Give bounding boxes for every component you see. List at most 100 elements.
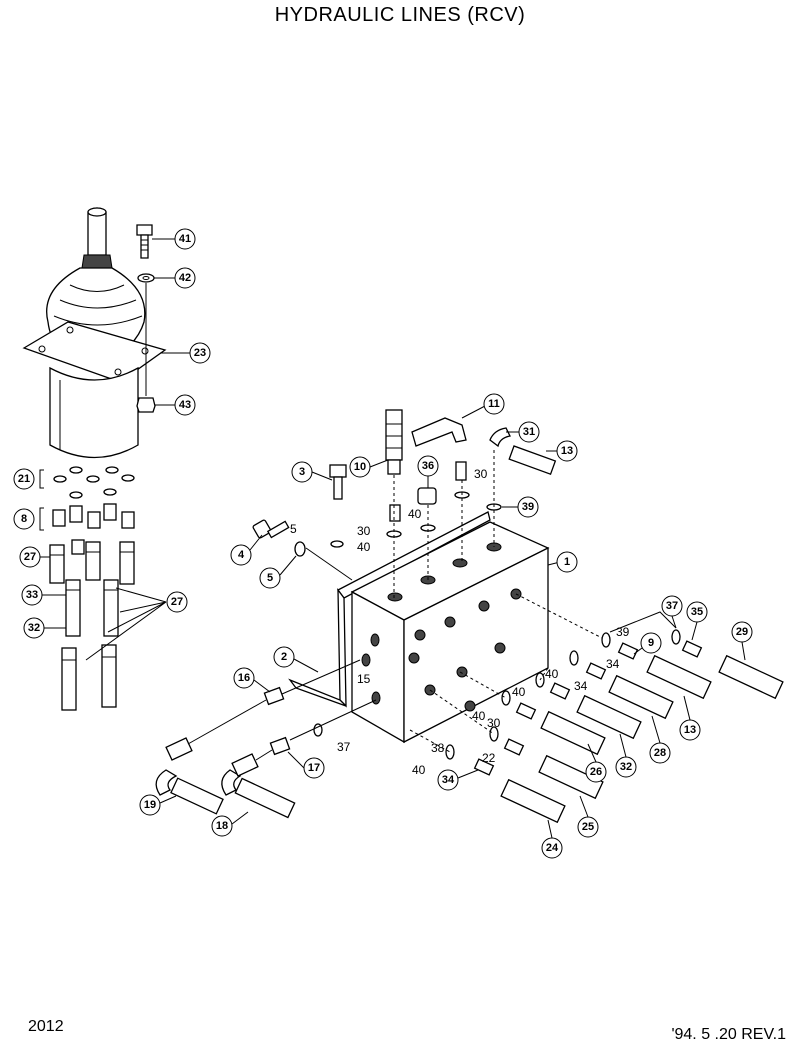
svg-text:16: 16 bbox=[238, 672, 250, 684]
label-38: 38 bbox=[431, 741, 445, 755]
svg-text:2: 2 bbox=[281, 651, 287, 663]
callout-1: 1 bbox=[547, 551, 578, 573]
svg-text:42: 42 bbox=[179, 272, 191, 284]
svg-text:32: 32 bbox=[28, 622, 40, 634]
svg-text:21: 21 bbox=[18, 473, 30, 485]
svg-text:26: 26 bbox=[590, 766, 602, 778]
label-34-b: 34 bbox=[574, 679, 588, 693]
rcv-joystick-assembly bbox=[22, 207, 167, 711]
seal-row bbox=[53, 466, 135, 499]
callout-35: 35 bbox=[686, 601, 708, 641]
callout-8: 8 bbox=[13, 508, 35, 530]
svg-text:19: 19 bbox=[144, 799, 156, 811]
svg-text:4: 4 bbox=[238, 549, 245, 561]
svg-text:33: 33 bbox=[26, 589, 38, 601]
callout-39: 39 bbox=[502, 496, 539, 518]
hose-fittings bbox=[49, 541, 135, 711]
svg-text:39: 39 bbox=[522, 501, 534, 513]
callout-37: 37 bbox=[661, 595, 683, 629]
callout-32: 32 bbox=[23, 617, 66, 639]
manifold-block bbox=[288, 511, 550, 744]
svg-text:17: 17 bbox=[308, 762, 320, 774]
svg-text:25: 25 bbox=[582, 821, 594, 833]
svg-text:18: 18 bbox=[216, 820, 228, 832]
callout-5: 5 bbox=[259, 555, 297, 589]
callout-16: 16 bbox=[233, 667, 271, 693]
adapter-row bbox=[52, 503, 135, 555]
svg-text:23: 23 bbox=[194, 347, 206, 359]
callout-2: 2 bbox=[273, 646, 319, 673]
svg-text:41: 41 bbox=[179, 233, 191, 245]
callout-42: 42 bbox=[154, 267, 196, 289]
plain-label-layer: 5 30 40 30 40 39 34 34 40 40 40 15 37 30… bbox=[290, 467, 630, 777]
label-40: 40 bbox=[357, 540, 371, 554]
label-15: 15 bbox=[357, 672, 371, 686]
page-title: HYDRAULIC LINES (RCV) bbox=[274, 4, 526, 26]
svg-text:1: 1 bbox=[564, 556, 570, 568]
svg-text:37: 37 bbox=[666, 600, 678, 612]
callout-9: 9 bbox=[633, 632, 662, 655]
callout-23: 23 bbox=[160, 342, 211, 364]
svg-text:29: 29 bbox=[736, 626, 748, 638]
callout-31: 31 bbox=[506, 421, 540, 443]
svg-text:13: 13 bbox=[561, 445, 573, 457]
label-40-f: 40 bbox=[412, 763, 426, 777]
label-40-b: 40 bbox=[408, 507, 422, 521]
svg-text:27: 27 bbox=[24, 551, 36, 563]
callout-10: 10 bbox=[349, 456, 389, 478]
revision-stamp: '94. 5 .20 REV.1 bbox=[671, 1026, 786, 1043]
svg-text:32: 32 bbox=[620, 761, 632, 773]
callout-26: 26 bbox=[585, 743, 607, 783]
label-5: 5 bbox=[290, 522, 297, 536]
callout-27: 27 bbox=[19, 546, 50, 568]
svg-text:34: 34 bbox=[442, 774, 455, 786]
callout-36: 36 bbox=[417, 455, 439, 488]
callout-41: 41 bbox=[152, 228, 196, 250]
label-34: 34 bbox=[606, 657, 620, 671]
svg-text:10: 10 bbox=[354, 461, 366, 473]
svg-text:24: 24 bbox=[546, 842, 559, 854]
callout-13: 13 bbox=[546, 440, 578, 462]
callout-24: 24 bbox=[541, 819, 563, 859]
callout-33: 33 bbox=[21, 584, 66, 606]
callout-21: 21 bbox=[13, 468, 35, 490]
callout-34: 34 bbox=[437, 769, 479, 791]
svg-text:5: 5 bbox=[267, 572, 273, 584]
label-30-b: 30 bbox=[474, 467, 488, 481]
side-fittings bbox=[409, 593, 784, 824]
callout-3: 3 bbox=[291, 461, 333, 483]
label-40-c: 40 bbox=[545, 667, 559, 681]
callout-19: 19 bbox=[139, 794, 177, 816]
svg-text:35: 35 bbox=[691, 606, 703, 618]
callout-layer: 41 42 23 43 21 8 27 33 27 32 11 31 13 10… bbox=[13, 228, 753, 859]
page-number: 2012 bbox=[28, 1018, 64, 1035]
svg-text:43: 43 bbox=[179, 399, 191, 411]
svg-text:11: 11 bbox=[488, 398, 500, 410]
callout-43: 43 bbox=[155, 394, 196, 416]
label-30-c: 30 bbox=[487, 716, 501, 730]
top-fittings bbox=[252, 409, 557, 600]
callout-18: 18 bbox=[211, 811, 249, 837]
svg-text:36: 36 bbox=[422, 460, 434, 472]
label-30: 30 bbox=[357, 524, 371, 538]
callout-11: 11 bbox=[461, 393, 505, 419]
callout-13-side: 13 bbox=[679, 695, 701, 741]
label-39: 39 bbox=[616, 625, 630, 639]
lower-left-fittings bbox=[155, 659, 377, 819]
callout-28: 28 bbox=[649, 715, 671, 764]
svg-text:28: 28 bbox=[654, 747, 666, 759]
callout-17: 17 bbox=[287, 751, 325, 779]
callout-27-group: 27 bbox=[166, 591, 188, 613]
label-22: 22 bbox=[482, 751, 496, 765]
label-40-e: 40 bbox=[472, 709, 486, 723]
callout-4: 4 bbox=[230, 534, 263, 566]
label-37: 37 bbox=[337, 740, 351, 754]
callout-25: 25 bbox=[577, 795, 599, 838]
label-40-d: 40 bbox=[512, 685, 526, 699]
callout-29: 29 bbox=[731, 621, 753, 661]
svg-text:27: 27 bbox=[171, 596, 183, 608]
svg-text:13: 13 bbox=[684, 724, 696, 736]
callout-32-side: 32 bbox=[615, 733, 637, 778]
svg-text:9: 9 bbox=[648, 637, 654, 649]
